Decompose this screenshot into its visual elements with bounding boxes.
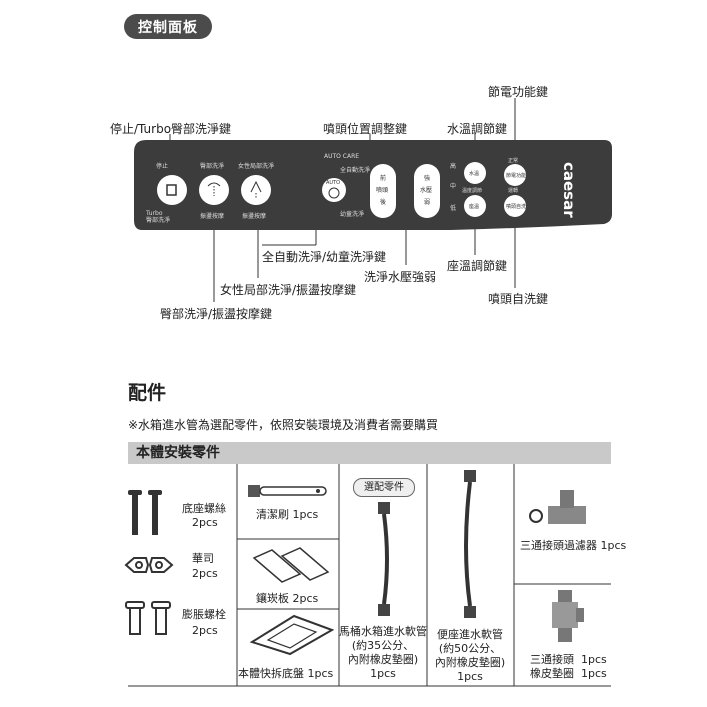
- label-vib2: 振盪按摩: [242, 212, 266, 220]
- power-save-button[interactable]: [504, 164, 526, 186]
- tee-joint-qty: 1pcs: [581, 653, 607, 666]
- label-turbo-sub: 臀部洗淨: [146, 216, 170, 224]
- callout-water-temp: 水溫調節鍵: [447, 122, 508, 136]
- section-title-accessories: 配件: [128, 382, 167, 404]
- pry-plate-label: 鑲崁板 2pcs: [256, 592, 319, 605]
- water-temp-button[interactable]: [464, 162, 486, 184]
- optional-parts-tag: 選配零件: [353, 478, 415, 497]
- base-plate-label: 本體快拆底盤 1pcs: [238, 667, 334, 680]
- rubber-ring-label: 橡皮墊圈: [530, 667, 574, 680]
- callout-pressure: 洗淨水壓強弱: [364, 270, 437, 284]
- stop-button[interactable]: [157, 175, 187, 205]
- section-bar: 本體安裝零件: [128, 442, 611, 464]
- svg-text:節電功能: 節電功能: [506, 172, 526, 179]
- female-wash-button[interactable]: [241, 175, 271, 205]
- auto-button[interactable]: [322, 178, 346, 202]
- seat-hose-label: 便座進水軟管: [437, 628, 503, 641]
- svg-text:噴頭: 噴頭: [376, 186, 388, 194]
- tee-joint-icon: [552, 590, 584, 642]
- base-screw-label: 底座螺絲: [182, 502, 226, 515]
- screw-icon: [128, 490, 162, 535]
- svg-text:弱: 弱: [424, 199, 430, 206]
- seat-temp-button[interactable]: [464, 195, 486, 217]
- label-full-auto: 全自動洗淨: [340, 166, 370, 174]
- washer-label: 華司: [192, 552, 214, 565]
- brush-label: 清潔刷 1pcs: [256, 508, 319, 521]
- svg-text:水壓: 水壓: [420, 186, 432, 194]
- callout-nozzle-position: 噴頭位置調整鍵: [323, 122, 408, 136]
- label-female: 女性局部洗淨: [238, 162, 274, 170]
- brush-icon: [248, 485, 327, 497]
- tee-filter-label: 三通接頭過濾器 1pcs: [520, 539, 627, 552]
- svg-text:中: 中: [450, 182, 456, 190]
- washer-qty: 2pcs: [192, 567, 218, 580]
- control-panel-graphic: 停止 臀部洗淨 女性局部洗淨 Turbo 臀部洗淨 振盪按摩 振盪按摩 AUTO…: [134, 140, 612, 230]
- svg-text:正常: 正常: [508, 157, 518, 164]
- tank-hose-length: (約35公分、: [351, 639, 415, 652]
- label-rear: 臀部洗淨: [200, 162, 224, 170]
- svg-text:低: 低: [450, 204, 456, 212]
- seat-hose-qty: 1pcs: [457, 670, 483, 683]
- label-stop: 停止: [156, 162, 168, 170]
- base-screw-qty: 2pcs: [192, 516, 218, 529]
- section-heading-control-panel: 控制面板: [124, 14, 212, 39]
- seat-hose-note: 內附橡皮墊圈): [434, 656, 506, 669]
- callout-auto-wash: 全自動洗淨/幼童洗淨鍵: [262, 250, 387, 264]
- nozzle-clean-button[interactable]: [504, 195, 526, 217]
- anchor-label: 膨脹螺栓: [182, 608, 226, 621]
- tank-hose-label: 馬桶水箱進水軟管: [339, 625, 427, 638]
- label-child: 幼童洗淨: [340, 210, 364, 218]
- anchor-bolt-icon: [125, 601, 171, 635]
- label-vib1: 振盪按摩: [200, 212, 224, 220]
- tee-joint-label: 三通接頭: [530, 653, 574, 666]
- callout-power-save: 節電功能鍵: [488, 85, 549, 99]
- svg-text:水溫: 水溫: [469, 170, 479, 177]
- seat-hose-icon: [464, 470, 476, 618]
- svg-text:強: 強: [424, 174, 430, 182]
- label-auto-btn: AUTO: [326, 180, 340, 186]
- parts-grid: [128, 464, 611, 687]
- base-plate-icon: [249, 614, 334, 656]
- callout-rear-wash: 臀部洗淨/振盪按摩鍵: [160, 307, 273, 321]
- tank-hose-qty: 1pcs: [370, 667, 396, 680]
- label-turbo: Turbo: [145, 210, 163, 217]
- label-auto-care: AUTO CARE: [324, 153, 359, 160]
- seat-hose-length: (約50公分、: [438, 642, 502, 655]
- svg-text:運轉: 運轉: [508, 187, 518, 194]
- washer-icon: [124, 557, 174, 573]
- svg-text:高: 高: [450, 162, 456, 170]
- svg-text:溫度調節: 溫度調節: [462, 187, 482, 194]
- accessories-note: ※水箱進水管為選配零件，依照安裝環境及消費者需要購買: [128, 418, 439, 432]
- nozzle-position-button[interactable]: [370, 164, 396, 218]
- pressure-button[interactable]: [414, 164, 440, 218]
- callout-female-wash: 女性局部洗淨/振盪按摩鍵: [220, 283, 357, 297]
- callout-nozzle-clean: 噴頭自洗鍵: [488, 292, 549, 306]
- callout-stop-turbo: 停止/Turbo臀部洗淨鍵: [110, 122, 232, 136]
- svg-text:噴頭自洗: 噴頭自洗: [506, 203, 526, 210]
- svg-text:前: 前: [380, 174, 386, 182]
- tank-hose-icon: [378, 502, 390, 616]
- brand-logo: caesar: [560, 162, 578, 218]
- svg-text:座溫: 座溫: [469, 203, 479, 210]
- tank-hose-note: 內附橡皮墊圈): [347, 653, 419, 666]
- rubber-ring-qty: 1pcs: [581, 667, 607, 680]
- pry-plate-icon: [252, 547, 330, 583]
- callout-seat-temp: 座溫調節鍵: [447, 259, 508, 273]
- anchor-qty: 2pcs: [192, 624, 218, 637]
- tee-filter-icon: [529, 490, 586, 524]
- svg-text:後: 後: [380, 198, 386, 206]
